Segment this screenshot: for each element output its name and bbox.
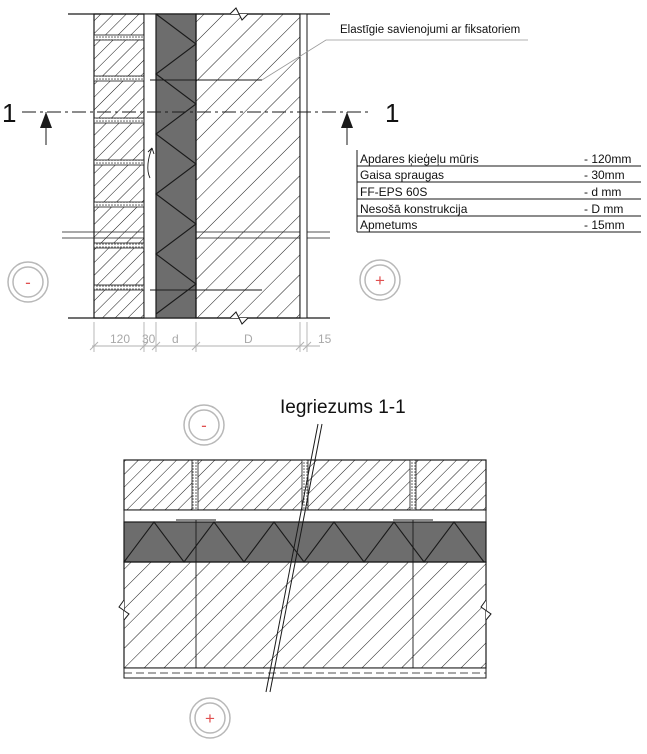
plus-circle-icon: + — [359, 259, 401, 301]
layer-name: Gaisa spraugas — [360, 168, 444, 182]
layer-name: Apdares ķieģeļu mūris — [360, 152, 479, 166]
layer-value: - 120mm — [584, 152, 631, 166]
plus-symbol: + — [205, 709, 215, 728]
section-arrow-left — [40, 112, 52, 128]
section-marker-left: 1 — [2, 98, 16, 128]
layer-name: Apmetums — [360, 218, 417, 232]
dim-gap: 30 — [142, 332, 156, 346]
section-marker-right: 1 — [385, 98, 399, 128]
brick-wall — [93, 13, 145, 319]
minus-circle-icon: - — [183, 404, 225, 446]
layer-value: - 30mm — [584, 168, 625, 182]
ties-annotation: Elastīgie savienojumi ar fiksatoriem — [340, 24, 520, 36]
minus-circle-icon: - — [7, 261, 49, 303]
dim-brick: 120 — [110, 332, 130, 346]
load-bearing-wall — [195, 13, 301, 319]
air-gap — [143, 13, 157, 319]
plus-circle-icon: + — [189, 697, 231, 739]
plus-symbol: + — [375, 271, 385, 290]
insulation-layer — [155, 13, 197, 319]
section-insulation — [123, 521, 487, 563]
dim-wall: D — [244, 332, 253, 346]
dimension-line — [89, 322, 320, 352]
dim-insulation: d — [172, 332, 179, 346]
section-arrow-right — [341, 112, 353, 128]
layer-name: FF-EPS 60S — [360, 185, 427, 199]
layer-value: - 15mm — [584, 218, 625, 232]
layer-value: - d mm — [584, 185, 621, 199]
section-view: Iegriezums 1-1 - — [118, 397, 492, 739]
section-title: Iegriezums 1-1 — [280, 397, 406, 418]
minus-symbol: - — [201, 416, 207, 435]
layer-name: Nesošā konstrukcija — [360, 202, 468, 216]
plan-view: Elastīgie savienojumi ar fiksatoriem 1 1… — [2, 7, 641, 352]
section-load-bearing-wall — [123, 561, 487, 669]
layer-value: - D mm — [584, 202, 623, 216]
minus-symbol: - — [25, 273, 31, 292]
dim-plaster: 15 — [318, 332, 332, 346]
plaster-layer — [299, 13, 308, 319]
layers-table: Apdares ķieģeļu mūris - 120mm Gaisa spra… — [356, 150, 641, 233]
mortar-joints — [93, 34, 145, 291]
